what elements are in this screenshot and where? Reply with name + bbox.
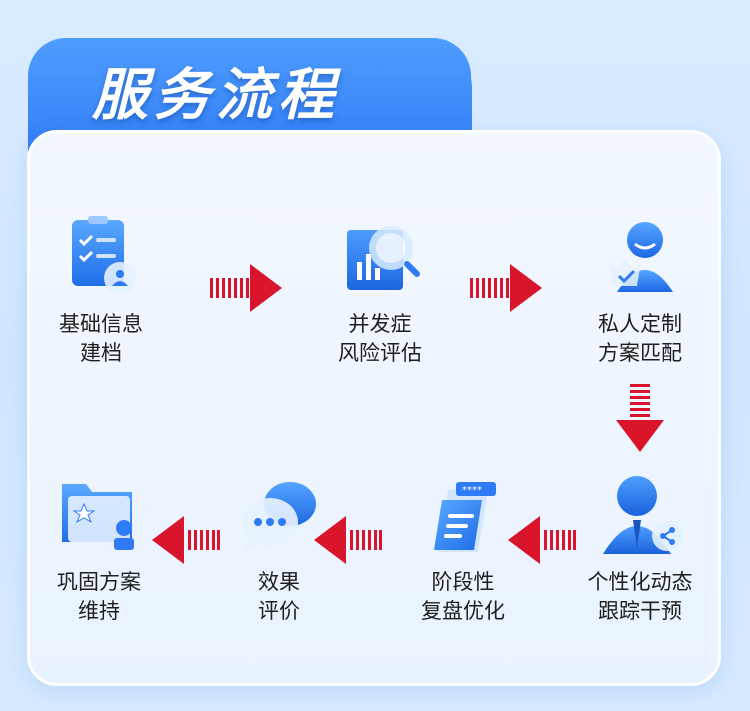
arrow-left-icon bbox=[508, 516, 576, 564]
user-network-icon bbox=[603, 476, 682, 554]
step-label: 并发症 风险评估 bbox=[338, 312, 422, 365]
user-crown-icon bbox=[609, 222, 673, 292]
page-title: 服务流程 bbox=[92, 63, 340, 128]
clipboard-checklist-icon bbox=[72, 216, 136, 294]
step-effect-evaluation: 效果 评价 bbox=[204, 470, 354, 626]
arrow-down-icon bbox=[616, 384, 664, 452]
arrow-left-icon bbox=[314, 516, 382, 564]
step-review-optimize: **** 阶段性 复盘优化 bbox=[388, 470, 538, 626]
chart-magnifier-icon bbox=[347, 226, 420, 290]
step-label: 巩固方案 维持 bbox=[57, 570, 141, 623]
chat-bubbles-icon bbox=[242, 482, 316, 550]
content-panel bbox=[27, 130, 721, 686]
arrow-right-icon bbox=[470, 264, 542, 312]
step-label: 个性化动态 跟踪干预 bbox=[587, 570, 693, 623]
step-dynamic-tracking: 个性化动态 跟踪干预 bbox=[565, 470, 715, 626]
step-label: 阶段性 复盘优化 bbox=[421, 570, 505, 623]
arrow-left-icon bbox=[152, 516, 220, 564]
step-custom-plan: 私人定制 方案匹配 bbox=[565, 212, 715, 368]
step-risk-assessment: 并发症 风险评估 bbox=[305, 212, 455, 368]
step-consolidate-plan: 巩固方案 维持 bbox=[24, 470, 174, 626]
arrow-right-icon bbox=[210, 264, 282, 312]
step-basic-info: 基础信息 建档 bbox=[26, 212, 176, 368]
step-label: 效果 评价 bbox=[258, 570, 300, 623]
svg-text:****: **** bbox=[462, 485, 482, 496]
document-stack-icon: **** bbox=[434, 482, 496, 552]
step-label: 基础信息 建档 bbox=[59, 312, 143, 365]
folder-badge-icon bbox=[62, 484, 134, 550]
step-label: 私人定制 方案匹配 bbox=[598, 312, 682, 365]
